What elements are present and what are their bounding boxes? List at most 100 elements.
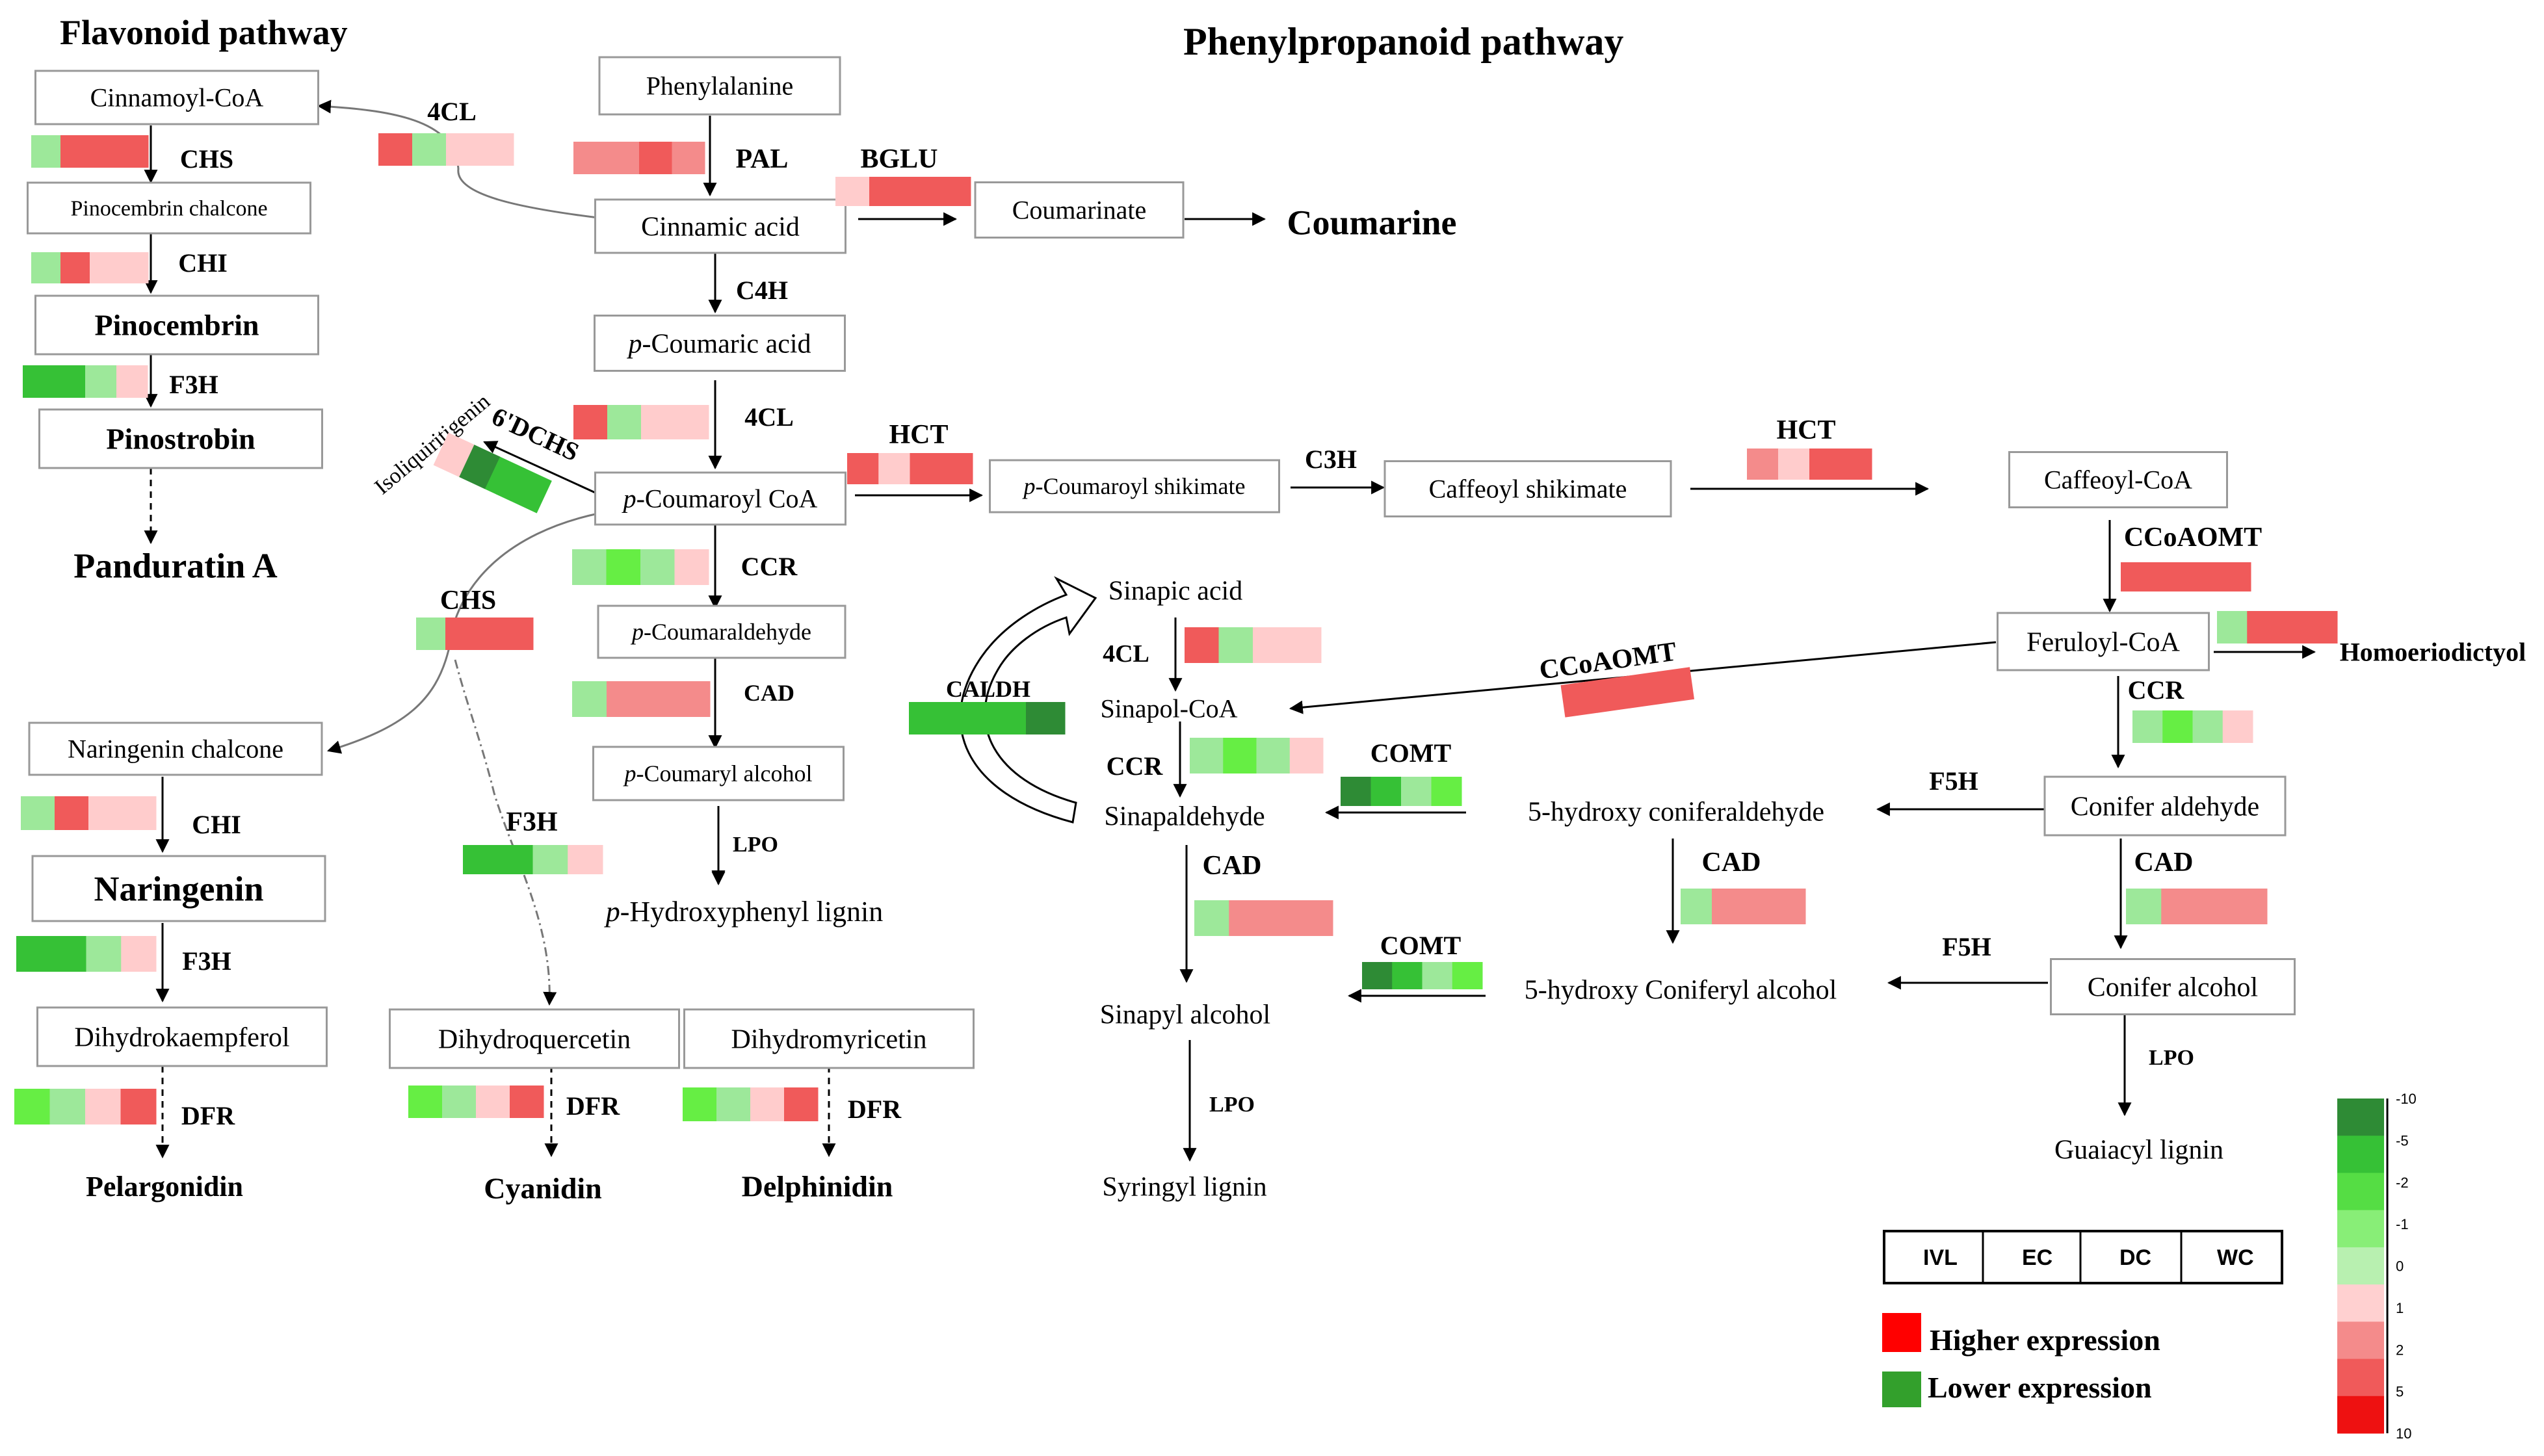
node-label: Pinostrobin: [106, 422, 255, 456]
heatmap-ccr-a: [572, 549, 709, 585]
scale-swatch: [2337, 1210, 2384, 1248]
heatmap-cell-dc: [85, 365, 117, 398]
enzyme-chs-a: CHS: [180, 144, 233, 174]
node-label: Coumarine: [1287, 203, 1457, 242]
heatmap-f3h-b: [16, 936, 157, 972]
node-label: Feruloyl-CoA: [2026, 627, 2180, 657]
title-phenylpropanoid-pathway: Phenylpropanoid pathway: [1183, 20, 1623, 63]
heatmap-hct-b: [1747, 448, 1872, 480]
heatmap-cell-ec: [54, 365, 86, 398]
heatmap-cell-ec: [459, 445, 501, 489]
heatmap-hct-a: [847, 453, 973, 484]
node-box: [2050, 958, 2296, 1015]
enzyme-dfr-a: DFR: [181, 1101, 235, 1130]
heatmap-cell-ec: [1778, 448, 1810, 480]
node-box: [28, 722, 323, 776]
heatmap-cell-wc: [1452, 962, 1483, 989]
node-caffeoyl-coa: Caffeoyl-CoA: [2008, 451, 2228, 508]
heatmap-cell-dc: [640, 549, 675, 585]
heatmap-cell-ivl: [21, 796, 55, 830]
node-p-coumaraldehyde: p-Coumaraldehyde: [597, 604, 846, 659]
scale-swatch: [2337, 1396, 2384, 1434]
node-box: [2008, 451, 2228, 508]
heatmap-cell-ivl: [1681, 889, 1712, 924]
heatmap-bglu: [835, 177, 971, 206]
heatmap-cell-dc: [750, 1087, 785, 1121]
node-label: Pelargonidin: [86, 1171, 243, 1202]
node-box: [598, 56, 841, 116]
node-syringyl-lignin: Syringyl lignin: [1102, 1172, 1266, 1202]
node-box: [1383, 460, 1672, 517]
node-pelargonidin: Pelargonidin: [86, 1171, 243, 1202]
node-cinnamoyl-coa: Cinnamoyl-CoA: [34, 70, 319, 125]
node-label: Guaiacyl lignin: [2054, 1135, 2223, 1165]
heatmap-cell-wc: [510, 1086, 544, 1118]
node-box: [2043, 775, 2287, 837]
heatmap-cell-wc: [119, 252, 149, 283]
heatmap-cell-dc: [2192, 710, 2223, 743]
node-label: p-Coumaroyl CoA: [622, 484, 818, 514]
node-label: p-Coumaroyl shikimate: [1022, 473, 1246, 499]
enzyme-f3h-b: F3H: [182, 946, 231, 976]
heatmap-cell-wc: [120, 1089, 157, 1124]
scale-swatch: [2337, 1358, 2384, 1397]
enzyme-chi-a: CHI: [178, 248, 228, 278]
legend-lower-swatch: [1882, 1372, 1921, 1407]
heatmap-cell-dc: [85, 1089, 121, 1124]
node-p-coumaroyl-coa: p-Coumaroyl CoA: [594, 471, 846, 526]
node-sinapic-acid: Sinapic acid: [1108, 576, 1242, 606]
heatmap-cell-ec: [1223, 738, 1257, 774]
heatmap-cell-dc: [1263, 900, 1299, 936]
node-label: 5-hydroxy coniferaldehyde: [1528, 797, 1824, 827]
heatmap-caldh: [909, 702, 1066, 734]
node-sinapyl-alcohol: Sinapyl alcohol: [1100, 1000, 1270, 1030]
heatmap-cell-ivl: [909, 702, 949, 734]
heatmap-cell-wc: [1657, 667, 1695, 704]
heatmap-6dchs: [433, 432, 552, 514]
enzyme-cad-c: CAD: [1702, 848, 1761, 878]
enzyme-lpo-a: LPO: [733, 833, 778, 857]
heatmap-cell-wc: [675, 681, 711, 717]
heatmap-cell-ivl: [31, 252, 61, 283]
heatmap-cell-ec: [606, 549, 641, 585]
title-flavonoid-pathway: Flavonoid pathway: [60, 13, 348, 52]
heatmap-cell-ivl: [683, 1087, 717, 1121]
enzyme-hct-b: HCT: [1776, 415, 1835, 445]
heatmap-cell-ec: [1392, 962, 1423, 989]
heatmap-cell-dc: [1256, 738, 1291, 774]
enzyme-lpo-b: LPO: [1209, 1093, 1255, 1117]
heatmap-f3h-a: [23, 365, 148, 398]
node-box: [989, 459, 1280, 514]
heatmap-cell-ec: [2153, 562, 2186, 592]
node-label: Caffeoyl-CoA: [2044, 465, 2192, 495]
node-box: [594, 315, 846, 372]
heatmap-cell-ec: [1229, 900, 1264, 936]
heatmap-ccoaomt-b: [1560, 667, 1695, 718]
heatmap-cell-ivl: [1747, 448, 1779, 480]
heatmap-cell-ec: [948, 702, 988, 734]
heatmap-cell-wc: [116, 365, 148, 398]
heatmap-comt-b: [1362, 962, 1483, 989]
heatmap-cell-wc: [2222, 710, 2253, 743]
node-cinnamic-acid: Cinnamic acid: [594, 198, 846, 254]
enzyme-cad-a: CAD: [744, 680, 794, 706]
heatmap-cell-ivl: [1194, 900, 1229, 936]
scale-swatch: [2337, 1136, 2384, 1173]
enzyme-c3h: C3H: [1305, 445, 1357, 474]
node-box: [592, 746, 845, 801]
node-naringenin-chalcone: Naringenin chalcone: [28, 722, 323, 776]
heatmap-cell-wc: [1287, 627, 1322, 663]
node-label: Cinnamoyl-CoA: [90, 83, 264, 112]
heatmap-cell-ec: [51, 936, 86, 972]
enzyme-dfr-b: DFR: [566, 1091, 620, 1121]
heatmap-cell-dc: [476, 1086, 510, 1118]
heatmap-dfr-a: [14, 1089, 157, 1124]
heatmap-ccr-b: [1190, 738, 1324, 774]
heatmap-cell-ivl: [416, 618, 446, 650]
node-label: Dihydrokaempferol: [74, 1022, 289, 1052]
enzyme-f5h-b: F5H: [1942, 932, 1991, 961]
heatmap-cell-ec: [607, 405, 642, 439]
node-label: Syringyl lignin: [1102, 1172, 1266, 1202]
heatmap-cell-ec: [2247, 611, 2277, 644]
heatmap-cell-dc: [90, 135, 120, 168]
